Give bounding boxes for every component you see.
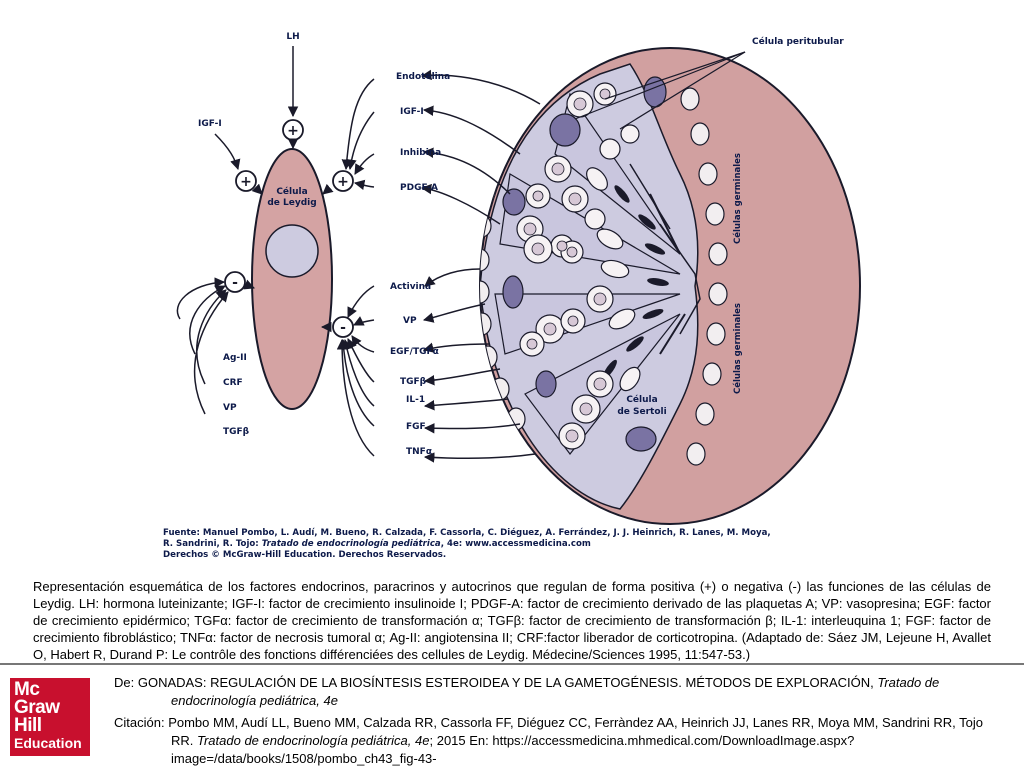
leydig-regulation-diagram: Célula de Leydig + + + - - — [176, 32, 861, 525]
label-celulas-germinales-1: Células germinales — [732, 153, 743, 244]
plus-symbol: + — [240, 174, 252, 190]
source-line-2: R. Sandrini, R. Tojo: Tratado de endocri… — [163, 539, 591, 549]
label-fgf: FGF — [406, 422, 426, 432]
plus-sign-igf — [235, 170, 257, 192]
source-line-3: Derechos © McGraw-Hill Education. Derech… — [163, 550, 447, 560]
divider — [0, 663, 1024, 665]
arrows — [176, 46, 541, 463]
figure-caption: Representación esquemática de los factor… — [33, 579, 991, 662]
leydig-label-line2: de Leydig — [267, 198, 316, 208]
leydig-cell: Célula de Leydig — [251, 148, 333, 410]
label-lh: LH — [286, 32, 299, 42]
label-tnf: TNFα — [406, 447, 432, 457]
label-tgfb-right: TGFβ — [400, 377, 427, 387]
figure-source: Fuente: Manuel Pombo, L. Audí, M. Bueno,… — [163, 528, 863, 561]
plus-symbol: + — [287, 123, 299, 139]
seminiferous-tubule — [479, 47, 861, 525]
label-sertoli-line1: Célula — [626, 394, 657, 405]
minus-symbol: - — [232, 275, 238, 291]
label-igf-left: IGF-I — [198, 119, 222, 129]
source-de: De: GONADAS: REGULACIÓN DE LA BIOSÍNTESI… — [114, 675, 940, 708]
plus-symbol: + — [337, 174, 349, 190]
minus-symbol: - — [340, 320, 346, 336]
label-il1: IL-1 — [406, 395, 425, 405]
mcgraw-hill-logo: Mc Graw Hill Education — [10, 678, 90, 756]
signs — [224, 119, 354, 338]
source-citation: Citación: Pombo MM, Audí LL, Bueno MM, C… — [114, 715, 983, 766]
label-pdgf: PDGF-A — [400, 183, 438, 193]
leydig-label-line1: Célula — [276, 186, 307, 197]
label-celulas-germinales-2: Células germinales — [732, 303, 743, 394]
label-crf: CRF — [223, 378, 243, 388]
peritubular-pointer-lines — [574, 51, 746, 130]
label-celula-peritubular: Célula peritubular — [752, 36, 844, 47]
label-tgfb-left: TGFβ — [223, 427, 250, 437]
minus-sign-right — [332, 316, 354, 338]
label-egf: EGF/TGFα — [390, 347, 439, 357]
label-vp-left: VP — [223, 403, 237, 413]
label-sertoli-line2: de Sertoli — [617, 407, 666, 417]
source-line-1: Fuente: Manuel Pombo, L. Audí, M. Bueno,… — [163, 528, 771, 538]
label-inhibina: Inhibina — [400, 148, 441, 158]
label-endotelina: Endotelina — [396, 72, 450, 82]
label-activina: Activina — [390, 282, 431, 292]
source-info: De: GONADAS: REGULACIÓN DE LA BIOSÍNTESI… — [114, 674, 994, 774]
label-vp-right: VP — [403, 316, 417, 326]
label-igf-right: IGF-I — [400, 107, 424, 117]
label-agii: Ag-II — [223, 353, 247, 363]
plus-sign-paracrine — [332, 170, 354, 192]
leydig-nucleus — [265, 224, 319, 278]
